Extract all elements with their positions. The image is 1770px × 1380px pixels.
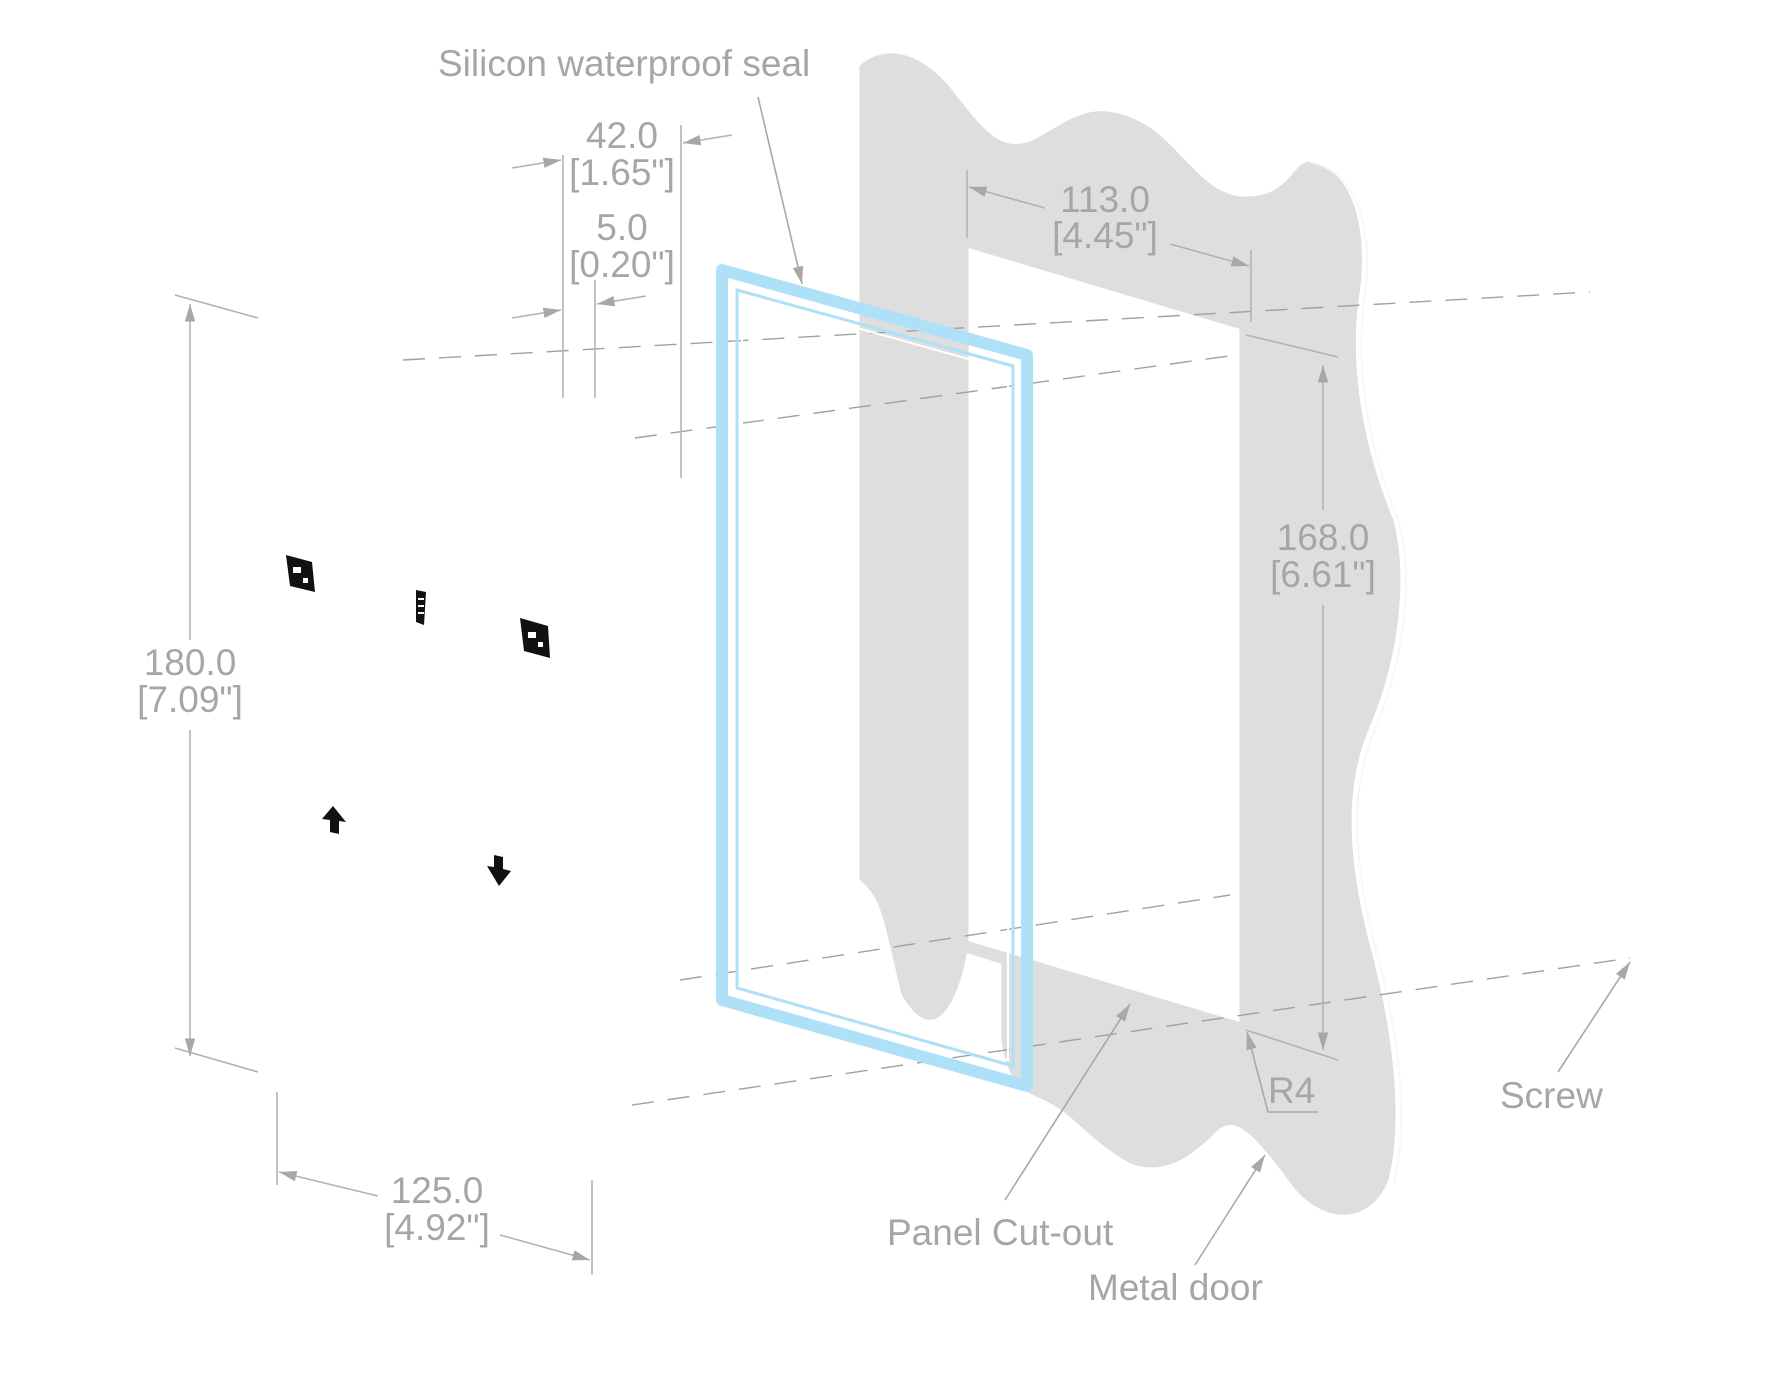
silicon-seal xyxy=(716,264,1033,1092)
cutout-label: Panel Cut-out xyxy=(887,1212,1114,1253)
panel-component-icon xyxy=(520,618,550,658)
panel-component-icon xyxy=(286,555,315,592)
down-arrow-icon xyxy=(487,855,511,886)
depth-total-mm: 42.0 xyxy=(586,115,658,156)
projection-lines xyxy=(402,291,1631,1106)
panel-height-inch: [7.09"] xyxy=(137,679,243,720)
depth-seal-inch: [0.20"] xyxy=(569,244,675,285)
cutout-width-mm: 113.0 xyxy=(1060,179,1150,220)
depth-total-inch: [1.65"] xyxy=(569,152,675,193)
seal-label: Silicon waterproof seal xyxy=(438,43,810,84)
door-label: Metal door xyxy=(1088,1267,1263,1308)
up-arrow-icon xyxy=(322,806,346,834)
panel-components xyxy=(286,555,550,886)
metal-door xyxy=(856,50,1404,1218)
door-edge-highlight xyxy=(1309,161,1407,1183)
cutout-width-dimension xyxy=(966,170,1252,322)
depth-dimension-lines xyxy=(511,125,733,478)
panel-width-dimension xyxy=(276,1092,593,1275)
leader-lines xyxy=(757,96,1631,1266)
depth-seal-mm: 5.0 xyxy=(596,207,647,248)
panel-height-dimension xyxy=(174,294,259,1073)
panel-width-inch: [4.92"] xyxy=(384,1207,490,1248)
cutout-height-inch: [6.61"] xyxy=(1270,554,1376,595)
cutout-height-mm: 168.0 xyxy=(1277,517,1370,558)
spring-icon xyxy=(416,590,426,625)
cutout-width-inch: [4.45"] xyxy=(1052,215,1158,256)
panel-width-mm: 125.0 xyxy=(391,1170,484,1211)
cutout-height-dimension xyxy=(1245,334,1339,1061)
radius-label: R4 xyxy=(1268,1070,1315,1111)
panel-height-mm: 180.0 xyxy=(144,642,237,683)
screw-label: Screw xyxy=(1500,1075,1603,1116)
